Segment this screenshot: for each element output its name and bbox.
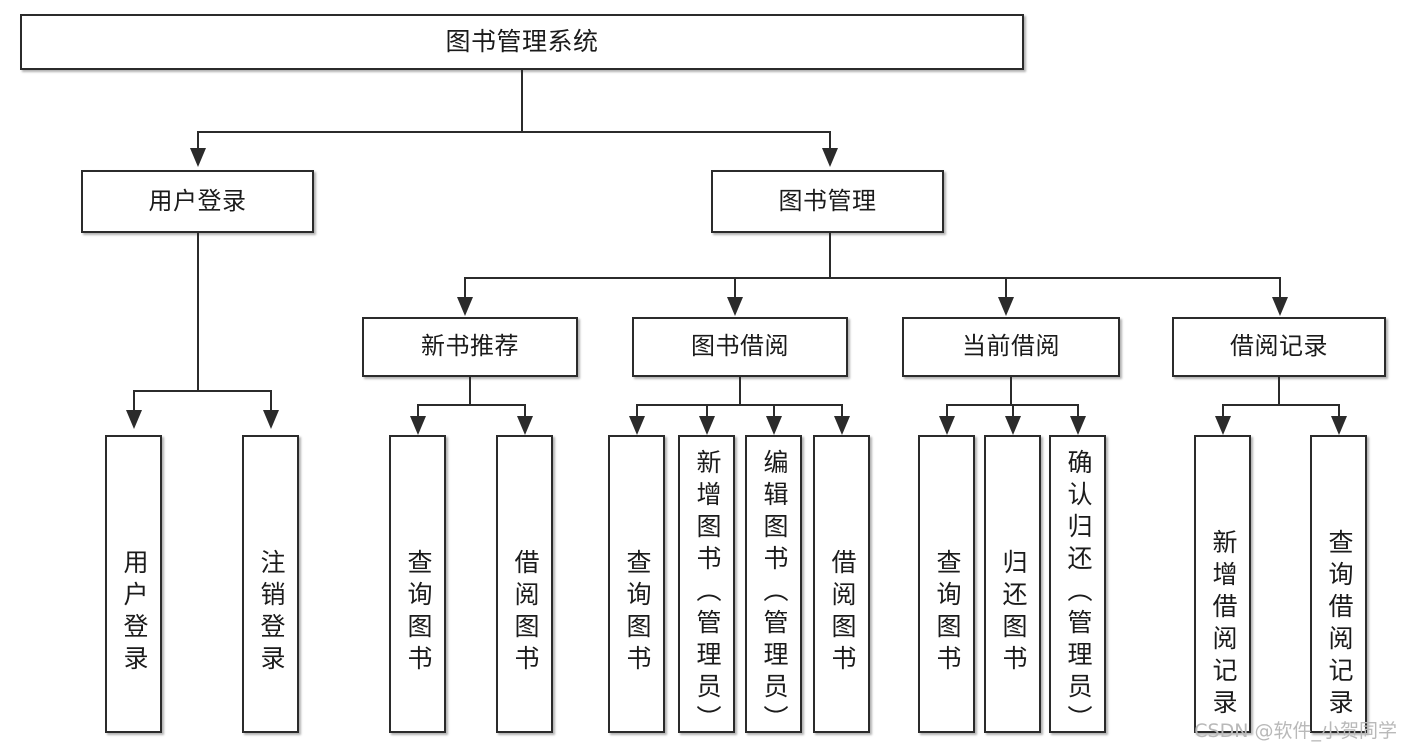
connector-book-borrow-stem <box>739 377 741 405</box>
arrow-down-icon <box>629 416 645 435</box>
node-label: 新增借阅记录 <box>1209 529 1237 721</box>
node-label: 新书推荐 <box>421 333 519 361</box>
node-label: 当前借阅 <box>962 333 1060 361</box>
node-book-borrow[interactable]: 图书借阅 <box>632 317 848 377</box>
node-leaf-query-book-1[interactable]: 查询图书 <box>389 435 446 733</box>
node-label: 图书管理 <box>778 187 877 215</box>
node-current-borrow[interactable]: 当前借阅 <box>902 317 1120 377</box>
node-label: 查询图书 <box>404 549 432 677</box>
connector-book-borrow-leaf-3 <box>773 404 775 419</box>
node-label: 编辑图书（管理员） <box>760 449 788 737</box>
connector-book-borrow-bus <box>636 404 842 406</box>
watermark-text: CSDN @软件_小贺同学 <box>1194 720 1397 742</box>
connector-current-borrow-bus <box>946 404 1077 406</box>
node-leaf-borrow-book-2[interactable]: 借阅图书 <box>813 435 870 733</box>
connector-book-borrow-leaf-1 <box>636 404 638 419</box>
node-leaf-add-book[interactable]: 新增图书（管理员） <box>678 435 735 737</box>
connector-book-management-bus <box>464 277 1280 279</box>
connector-current-borrow-stem <box>1010 377 1012 405</box>
connector-user-login-leaf-2 <box>270 390 272 412</box>
node-label: 新增图书（管理员） <box>693 449 721 737</box>
connector-current-borrow-leaf-2 <box>1012 404 1014 419</box>
node-new-book-recommend[interactable]: 新书推荐 <box>362 317 578 377</box>
arrow-down-icon <box>766 416 782 435</box>
arrow-down-icon <box>1005 416 1021 435</box>
node-label: 借阅图书 <box>511 549 539 677</box>
connector-borrow-record-leaf-1 <box>1222 404 1224 419</box>
node-leaf-query-book-2[interactable]: 查询图书 <box>608 435 665 733</box>
node-label: 图书管理系统 <box>445 27 599 56</box>
connector-current-borrow-leaf-1 <box>946 404 948 419</box>
arrow-down-icon <box>727 297 743 316</box>
arrow-down-icon <box>834 416 850 435</box>
arrow-down-icon <box>939 416 955 435</box>
connector-new-book-bus <box>417 404 525 406</box>
connector-bm-to-new-book <box>464 277 466 299</box>
connector-root-to-user-login <box>197 131 199 151</box>
arrow-down-icon <box>126 410 142 429</box>
node-leaf-confirm-return[interactable]: 确认归还（管理员） <box>1049 435 1106 737</box>
connector-root-stem <box>521 70 523 132</box>
connector-book-management-stem <box>829 233 831 278</box>
node-label: 注销登录 <box>257 549 285 677</box>
arrow-down-icon <box>410 416 426 435</box>
node-label: 确认归还（管理员） <box>1064 449 1092 737</box>
connector-user-login-stem <box>197 233 199 391</box>
connector-book-borrow-leaf-2 <box>706 404 708 419</box>
arrow-down-icon <box>190 148 206 167</box>
node-user-login[interactable]: 用户登录 <box>81 170 314 233</box>
arrow-down-icon <box>1272 297 1288 316</box>
arrow-down-icon <box>457 297 473 316</box>
node-label: 查询借阅记录 <box>1325 529 1353 721</box>
node-leaf-edit-book[interactable]: 编辑图书（管理员） <box>745 435 802 737</box>
connector-bm-to-book-borrow <box>734 277 736 299</box>
node-leaf-add-borrow-record[interactable]: 新增借阅记录 <box>1194 435 1251 733</box>
arrow-down-icon <box>998 297 1014 316</box>
connector-book-borrow-leaf-4 <box>841 404 843 419</box>
arrow-down-icon <box>822 148 838 167</box>
connector-bm-to-current-borrow <box>1005 277 1007 299</box>
arrow-down-icon <box>1070 416 1086 435</box>
connector-root-to-book-management <box>829 131 831 151</box>
connector-user-login-bus <box>133 390 271 392</box>
node-label: 用户登录 <box>120 549 148 677</box>
arrow-down-icon <box>1331 416 1347 435</box>
node-label: 用户登录 <box>148 187 247 215</box>
arrow-down-icon <box>1215 416 1231 435</box>
connector-new-book-leaf-1 <box>417 404 419 419</box>
node-label: 查询图书 <box>623 549 651 677</box>
node-leaf-borrow-book-1[interactable]: 借阅图书 <box>496 435 553 733</box>
node-book-management[interactable]: 图书管理 <box>711 170 944 233</box>
arrow-down-icon <box>699 416 715 435</box>
arrow-down-icon <box>263 410 279 429</box>
connector-new-book-stem <box>469 377 471 405</box>
connector-bm-to-borrow-record <box>1279 277 1281 299</box>
connector-borrow-record-stem <box>1278 377 1280 405</box>
node-label: 查询图书 <box>933 549 961 677</box>
arrow-down-icon <box>517 416 533 435</box>
node-label: 归还图书 <box>999 549 1027 677</box>
node-leaf-user-login[interactable]: 用户登录 <box>105 435 162 733</box>
connector-current-borrow-leaf-3 <box>1077 404 1079 419</box>
node-leaf-logout-login[interactable]: 注销登录 <box>242 435 299 733</box>
node-leaf-query-borrow-record[interactable]: 查询借阅记录 <box>1310 435 1367 733</box>
node-label: 图书借阅 <box>691 333 789 361</box>
node-borrow-record[interactable]: 借阅记录 <box>1172 317 1386 377</box>
node-label: 借阅记录 <box>1230 333 1328 361</box>
connector-user-login-leaf-1 <box>133 390 135 412</box>
connector-borrow-record-bus <box>1222 404 1339 406</box>
node-root-system[interactable]: 图书管理系统 <box>20 14 1024 70</box>
connector-borrow-record-leaf-2 <box>1338 404 1340 419</box>
node-leaf-return-book[interactable]: 归还图书 <box>984 435 1041 733</box>
node-leaf-query-book-3[interactable]: 查询图书 <box>918 435 975 733</box>
node-label: 借阅图书 <box>828 549 856 677</box>
connector-new-book-leaf-2 <box>524 404 526 419</box>
connector-root-bus <box>197 131 831 133</box>
